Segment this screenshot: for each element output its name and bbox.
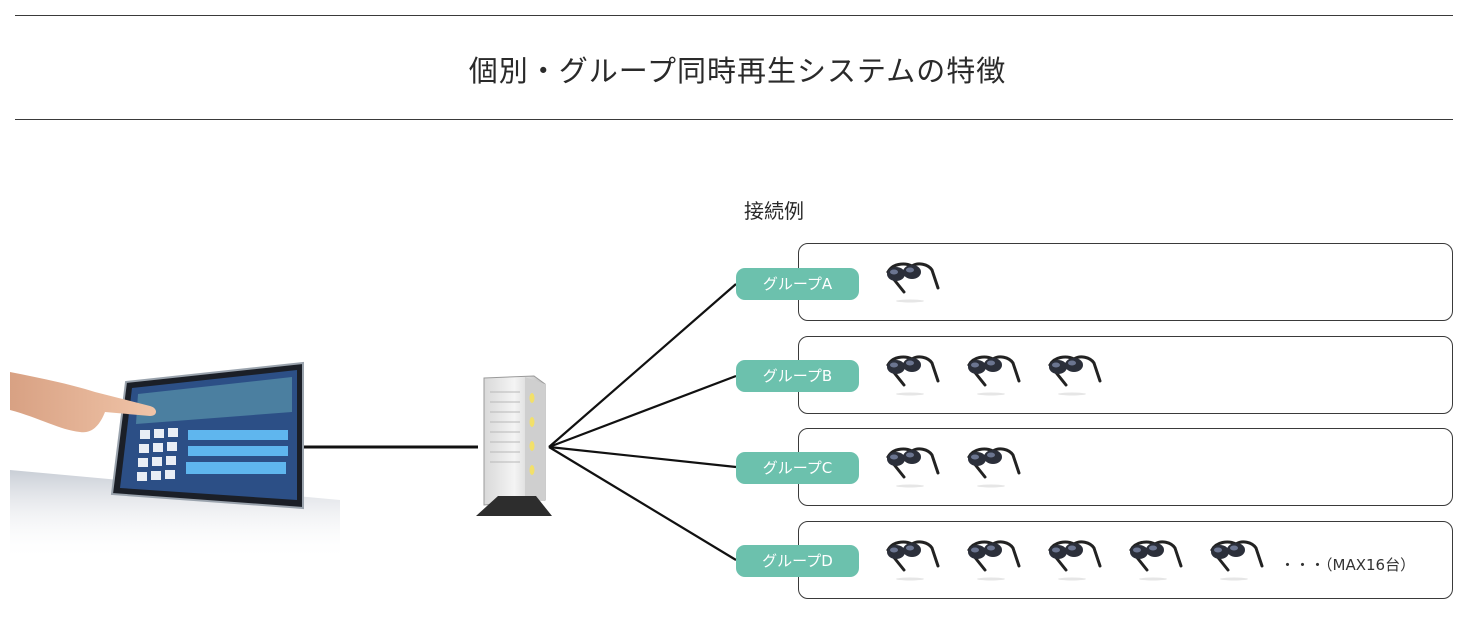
vr-goggles-icon (882, 258, 940, 304)
vr-goggles-icon (963, 351, 1021, 397)
group-label-d: グループD (736, 545, 859, 577)
touch-panel-icon (10, 361, 340, 560)
page-title: 個別・グループ同時再生システムの特徴 (468, 54, 1007, 88)
group-box-c (798, 428, 1453, 506)
link-group-a (548, 283, 737, 448)
group-box-a (798, 243, 1453, 321)
group-label-c: グループC (736, 452, 859, 484)
group-box-b (798, 336, 1453, 414)
group-label-b: グループB (736, 360, 859, 392)
bottom-rule (15, 119, 1453, 120)
top-rule (15, 15, 1453, 16)
vr-goggles-icon (882, 351, 940, 397)
vr-goggles-icon (1206, 536, 1264, 582)
link-group-c (548, 445, 737, 469)
server-icon (476, 375, 552, 516)
group-label-a: グループA (736, 268, 859, 300)
max-devices-note: ・・・（MAX16台） (1280, 556, 1416, 574)
example-label: 接続例 (744, 199, 804, 223)
link-group-d (548, 446, 737, 561)
vr-goggles-icon (963, 443, 1021, 489)
link-group-b (548, 374, 737, 449)
vr-goggles-icon (1044, 536, 1102, 582)
hand-icon (10, 372, 156, 433)
group-box-d (798, 521, 1453, 599)
vr-goggles-icon (882, 443, 940, 489)
vr-goggles-icon (882, 536, 940, 582)
vr-goggles-icon (963, 536, 1021, 582)
vr-goggles-icon (1044, 351, 1102, 397)
vr-goggles-icon (1125, 536, 1183, 582)
